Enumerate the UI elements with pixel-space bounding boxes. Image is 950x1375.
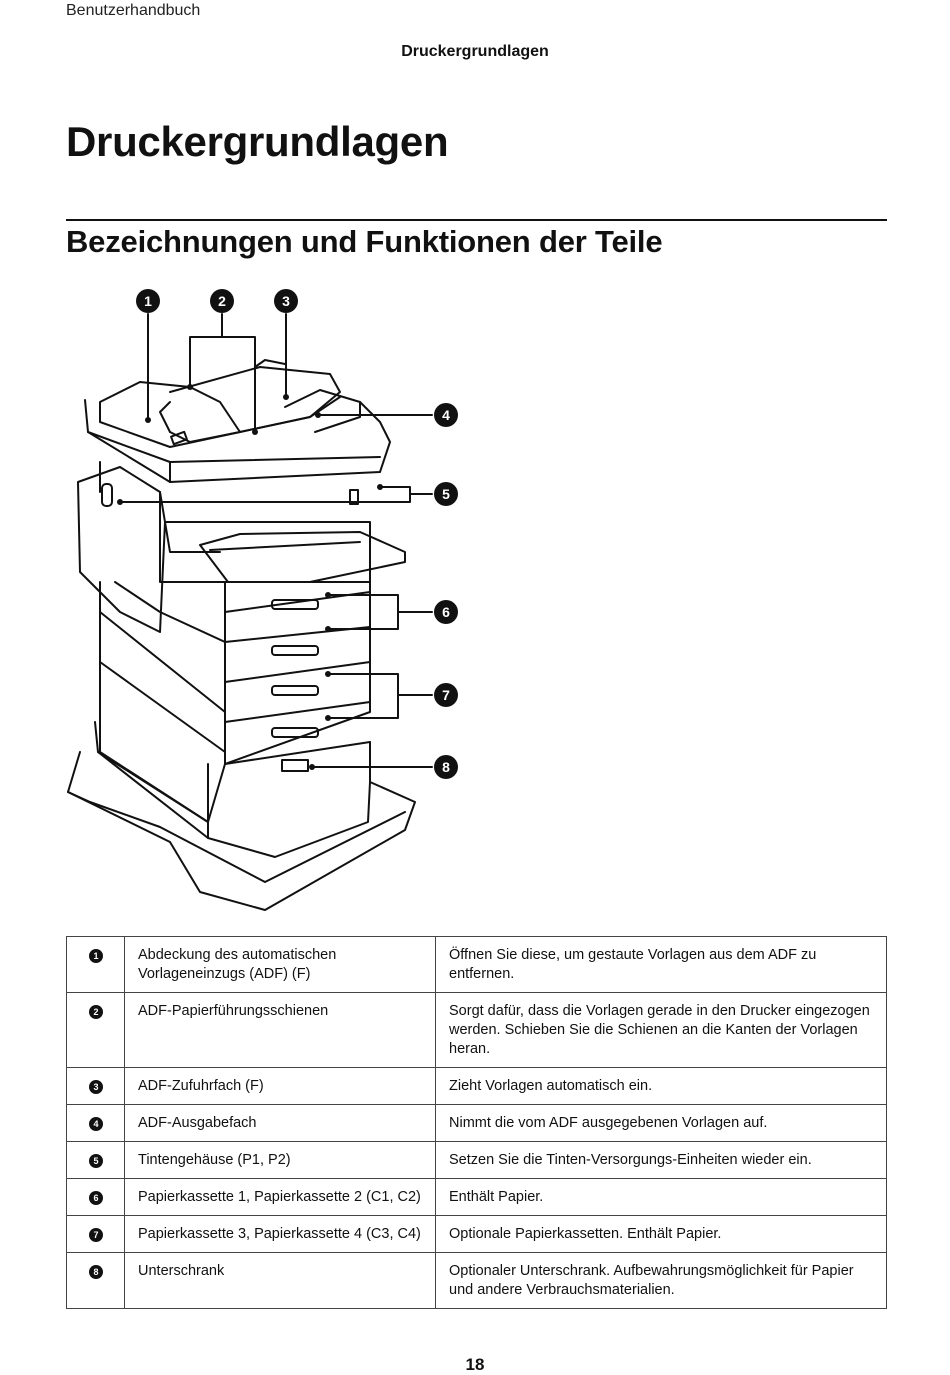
row-number-badge: 6: [89, 1191, 103, 1205]
callout-leader-6: [327, 594, 433, 630]
callout-badge-1: 1: [136, 289, 160, 313]
part-name: ADF-Zufuhrfach (F): [124, 1067, 436, 1105]
adf-output-tray: [284, 389, 361, 433]
callout-badge-7: 7: [434, 683, 458, 707]
callout-badge-4: 4: [434, 403, 458, 427]
callout-leader-2: [189, 313, 256, 433]
side-panel: [99, 581, 226, 823]
chapter-title: Druckergrundlagen: [66, 118, 449, 165]
svg-text:2: 2: [218, 293, 226, 309]
table-row: 1 Abdeckung des automatischen Vorlagenei…: [66, 936, 887, 993]
row-number-badge: 4: [89, 1117, 103, 1131]
part-description: Setzen Sie die Tinten-Versorgungs-Einhei…: [435, 1141, 887, 1179]
part-description: Optionaler Unterschrank. Aufbewahrungsmö…: [435, 1252, 887, 1309]
callout-badge-6: 6: [434, 600, 458, 624]
part-description: Optionale Papierkassetten. Enthält Papie…: [435, 1215, 887, 1253]
table-row: 3 ADF-Zufuhrfach (F) Zieht Vorlagen auto…: [66, 1067, 887, 1105]
callout-badge-5: 5: [434, 482, 458, 506]
part-description: Enthält Papier.: [435, 1178, 887, 1216]
scanner-unit: [84, 399, 391, 483]
callout-badge-2: 2: [210, 289, 234, 313]
callout-badge-3: 3: [274, 289, 298, 313]
running-header-section: Druckergrundlagen: [401, 43, 549, 60]
printer-illustration: 1 2 3 4 5 6 7 8: [60, 282, 480, 912]
table-row: 6 Papierkassette 1, Papierkassette 2 (C1…: [66, 1178, 887, 1216]
lower-cabinet: [207, 741, 371, 858]
table-row: 4 ADF-Ausgabefach Nimmt die vom ADF ausg…: [66, 1104, 887, 1142]
parts-table: 1 Abdeckung des automatischen Vorlagenei…: [66, 936, 887, 1309]
callout-badge-8: 8: [434, 755, 458, 779]
svg-text:5: 5: [442, 486, 450, 502]
adf-input-tray: [169, 366, 341, 433]
table-row: 8 Unterschrank Optionaler Unterschrank. …: [66, 1252, 887, 1309]
printer-body: [77, 466, 166, 633]
svg-text:8: 8: [442, 759, 450, 775]
part-name: Unterschrank: [124, 1252, 436, 1309]
svg-text:6: 6: [442, 604, 450, 620]
part-name: ADF-Ausgabefach: [124, 1104, 436, 1142]
part-description: Öffnen Sie diese, um gestaute Vorlagen a…: [435, 936, 887, 993]
svg-text:7: 7: [442, 687, 450, 703]
part-description: Zieht Vorlagen automatisch ein.: [435, 1067, 887, 1105]
svg-text:4: 4: [442, 407, 450, 423]
callout-leader-5: [119, 486, 433, 503]
svg-text:3: 3: [282, 293, 290, 309]
svg-text:1: 1: [144, 293, 152, 309]
part-name: ADF-Papierführungsschienen: [124, 992, 436, 1068]
callout-leader-7: [327, 673, 433, 719]
part-description: Nimmt die vom ADF ausgegebenen Vorlagen …: [435, 1104, 887, 1142]
part-description: Sorgt dafür, dass die Vorlagen gerade in…: [435, 992, 887, 1068]
cassette-stack: [224, 581, 371, 765]
output-tray: [199, 531, 406, 583]
page-number: 18: [465, 1355, 485, 1374]
table-row: 7 Papierkassette 3, Papierkassette 4 (C3…: [66, 1215, 887, 1253]
table-row: 2 ADF-Papierführungsschienen Sorgt dafür…: [66, 992, 887, 1068]
table-row: 5 Tintengehäuse (P1, P2) Setzen Sie die …: [66, 1141, 887, 1179]
row-number-badge: 5: [89, 1154, 103, 1168]
running-header-title: Benutzerhandbuch: [66, 2, 201, 19]
part-name: Papierkassette 3, Papierkassette 4 (C3, …: [124, 1215, 436, 1253]
row-number-badge: 8: [89, 1265, 103, 1279]
title-divider: [66, 219, 887, 221]
part-name: Tintengehäuse (P1, P2): [124, 1141, 436, 1179]
cabinet-base: [67, 751, 416, 911]
row-number-badge: 1: [89, 949, 103, 963]
part-name: Abdeckung des automatischen Vorlageneinz…: [124, 936, 436, 993]
row-number-badge: 7: [89, 1228, 103, 1242]
row-number-badge: 2: [89, 1005, 103, 1019]
row-number-badge: 3: [89, 1080, 103, 1094]
section-title: Bezeichnungen und Funktionen der Teile: [66, 224, 663, 259]
part-name: Papierkassette 1, Papierkassette 2 (C1, …: [124, 1178, 436, 1216]
